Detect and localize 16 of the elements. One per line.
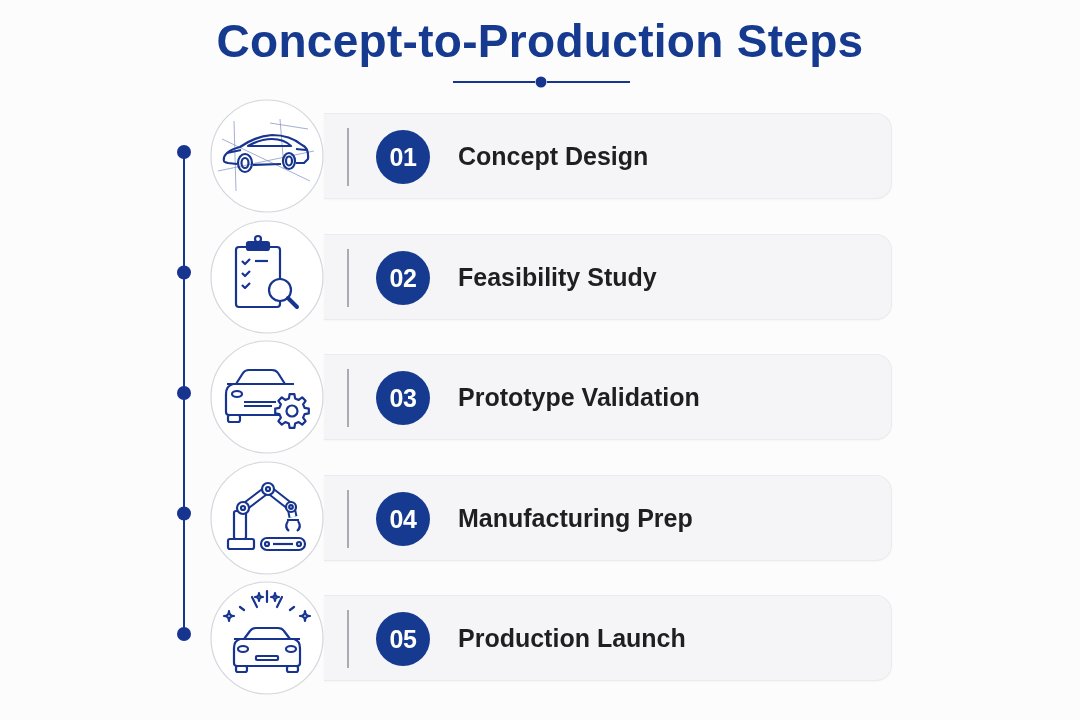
step-title: Concept Design: [458, 141, 649, 171]
step-number-badge: 02: [376, 250, 430, 305]
step-number-badge: 04: [376, 491, 430, 546]
step-card: [324, 595, 892, 681]
step-card: [324, 354, 892, 440]
step-number-badge: 05: [376, 612, 430, 666]
step-title: Feasibility Study: [458, 261, 657, 292]
title: Concept-to-Production Steps: [215, 14, 865, 69]
step-title: Prototype Validation: [458, 382, 700, 412]
step-card: [324, 474, 892, 561]
step-number-badge: 01: [376, 130, 430, 184]
step-card: [324, 113, 892, 199]
step-card: [324, 233, 892, 320]
step-title: Manufacturing Prep: [458, 502, 693, 533]
step-title: Production Launch: [458, 623, 686, 653]
step-number-badge: 03: [376, 371, 430, 425]
